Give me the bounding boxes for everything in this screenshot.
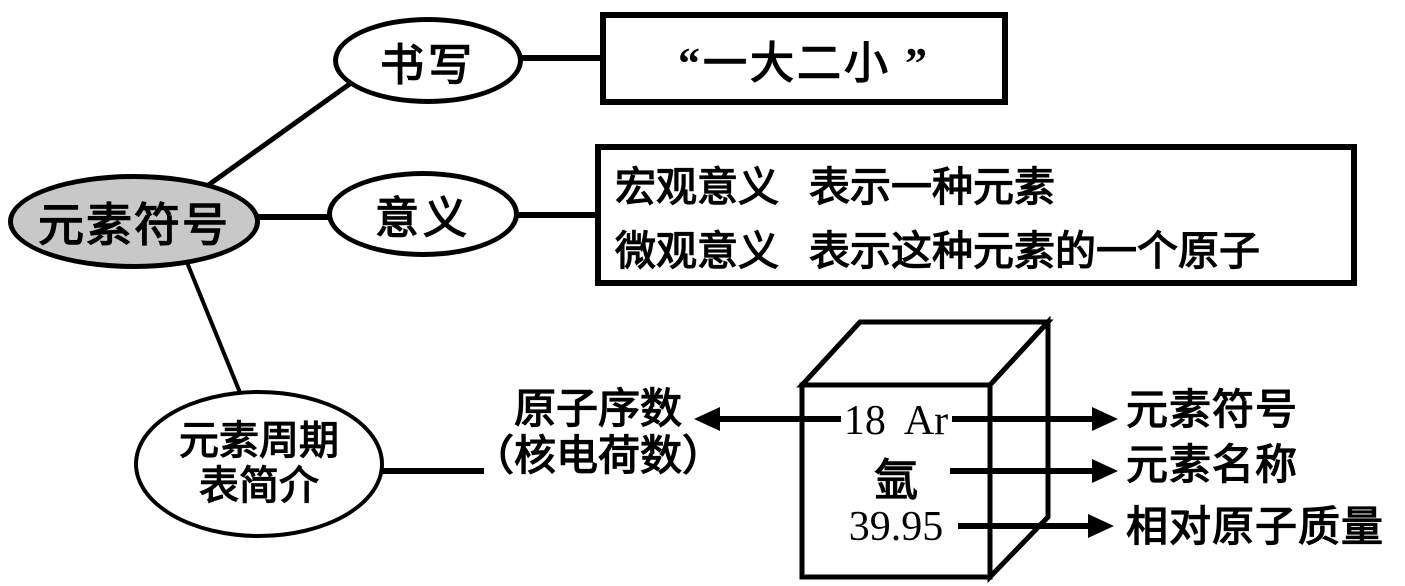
cell-atomic-mass-text: 39.95 <box>848 504 944 550</box>
cell-atomic-mass: 39.95 <box>802 504 990 550</box>
connector-root-writing <box>205 65 374 189</box>
connector-root-periodic <box>184 259 245 401</box>
node-element-symbol-label: 元素符号 <box>38 199 230 251</box>
node-periodic-label-line2: 表简介 <box>199 463 319 508</box>
writing-rule-text: “一大二小 ” <box>678 38 930 88</box>
macro-meaning-desc: 表示一种元素 <box>809 164 1055 211</box>
micro-meaning-line: 微观意义表示这种元素的一个原子 <box>615 217 1351 277</box>
meaning-detail-box: 宏观意义表示一种元素 微观意义表示这种元素的一个原子 <box>595 144 1357 286</box>
macro-meaning-line: 宏观意义表示一种元素 <box>615 153 1351 213</box>
cell-atomic-number: 18 <box>843 398 886 444</box>
label-relative-atomic-mass: 相对原子质量 <box>1126 505 1385 551</box>
arrow-atomic-mass-head <box>1088 514 1114 538</box>
node-periodic-table-intro: 元素周期 表简介 <box>134 390 384 538</box>
micro-meaning-term: 微观意义 <box>615 227 779 274</box>
arrow-element-name-head <box>1092 459 1118 483</box>
nuclear-charge-label: （核电荷数） <box>471 434 724 480</box>
atomic-number-label-line1: 原子序数 <box>513 387 682 433</box>
node-writing: 书写 <box>333 17 523 104</box>
writing-rule-box: “一大二小 ” <box>600 12 1008 105</box>
node-meaning-label: 意义 <box>375 194 471 243</box>
arrow-element-symbol-head <box>1092 407 1118 431</box>
atomic-number-label: 原子序数 （核电荷数） <box>448 387 748 481</box>
arrow-atomic-number <box>694 407 841 431</box>
node-meaning: 意义 <box>327 171 519 257</box>
cell-number-and-symbol: 18 Ar <box>802 398 990 444</box>
node-periodic-label-line1: 元素周期 <box>179 418 339 464</box>
cell-element-name: 氩 <box>802 452 990 505</box>
node-writing-label: 书写 <box>380 40 476 90</box>
arrow-element-name <box>950 459 1118 483</box>
node-element-symbol: 元素符号 <box>8 174 260 269</box>
arrow-atomic-mass <box>958 514 1114 538</box>
arrow-element-symbol <box>952 407 1118 431</box>
arrow-atomic-number-head <box>694 407 720 431</box>
label-element-symbol: 元素符号 <box>1126 388 1299 434</box>
cell-element-symbol: Ar <box>903 398 949 444</box>
label-element-name: 元素名称 <box>1126 443 1299 489</box>
macro-meaning-term: 宏观意义 <box>615 164 779 211</box>
cell-element-name-text: 氩 <box>874 456 918 505</box>
micro-meaning-desc: 表示这种元素的一个原子 <box>809 227 1260 274</box>
